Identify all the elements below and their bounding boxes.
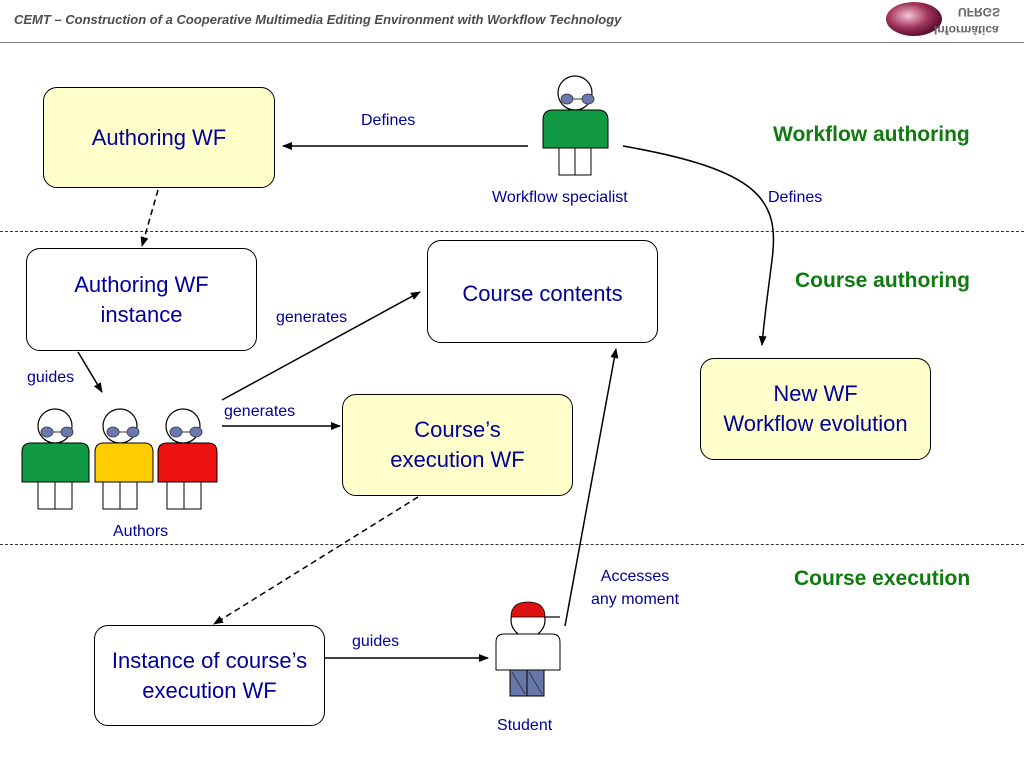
label-accesses-line2: any moment — [590, 591, 680, 608]
label-authors: Authors — [113, 523, 169, 540]
author-red-icon — [157, 408, 218, 510]
separator-bottom — [0, 544, 1024, 545]
section-course-authoring: Course authoring — [795, 269, 971, 292]
new-wf-box: New WF Workflow evolution — [700, 358, 931, 460]
label-accesses-line1: Accesses — [600, 568, 670, 585]
author-yellow-icon — [94, 408, 154, 510]
arrow-accesses-contents — [564, 348, 619, 627]
instance-course-execution-box: Instance of course’s execution WF — [94, 625, 325, 726]
course-contents-box: Course contents — [427, 240, 658, 343]
label-guides-student: guides — [352, 633, 400, 650]
label-defines-right: Defines — [768, 189, 823, 206]
logo-text-1: UFRGS — [958, 5, 1000, 19]
authoring-wf-instance-line1: Authoring WF — [74, 271, 209, 297]
section-course-execution: Course execution — [794, 567, 971, 590]
student-icon — [495, 601, 561, 697]
new-wf-line1: New WF — [773, 381, 858, 406]
arrow-generates-contents — [221, 291, 421, 401]
label-defines-top: Defines — [361, 112, 416, 129]
section-workflow-authoring: Workflow authoring — [773, 123, 970, 146]
author-green-icon — [21, 408, 90, 510]
header-rule — [0, 42, 1024, 43]
course-contents-label: Course contents — [462, 281, 623, 306]
authoring-wf-instance-box: Authoring WF instance — [26, 248, 257, 351]
authoring-wf-label: Authoring WF — [91, 124, 227, 150]
arrow-instantiates-authoring — [140, 189, 159, 247]
label-student: Student — [497, 717, 553, 734]
arrow-guides-authors — [77, 351, 103, 393]
arrow-instantiates-execution — [213, 496, 419, 625]
label-guides-authors: guides — [27, 369, 75, 386]
label-workflow-specialist: Workflow specialist — [492, 189, 628, 206]
header-title: CEMT – Construction of a Cooperative Mul… — [14, 12, 622, 27]
label-generates-contents: generates — [276, 309, 348, 326]
instance-course-execution-line1: Instance of course’s — [111, 647, 308, 673]
new-wf-line2: Workflow evolution — [723, 411, 908, 436]
authoring-wf-box: Authoring WF — [43, 87, 275, 188]
label-accesses: Accesses any moment — [580, 565, 690, 611]
course-execution-wf-line2: execution WF — [390, 447, 525, 472]
separator-top — [0, 231, 1024, 232]
arrow-defines-new-wf — [622, 145, 775, 346]
ufrgs-logo: UFRGS Informática — [886, 2, 1000, 37]
label-generates-execution: generates — [224, 403, 296, 420]
course-execution-wf-line1: Course’s — [414, 417, 501, 442]
course-execution-wf-box: Course’s execution WF — [342, 394, 573, 496]
authoring-wf-instance-line2: instance — [100, 301, 183, 327]
logo-text-2: Informática — [934, 23, 999, 37]
instance-course-execution-line2: execution WF — [142, 677, 277, 703]
workflow-specialist-icon — [542, 75, 609, 176]
